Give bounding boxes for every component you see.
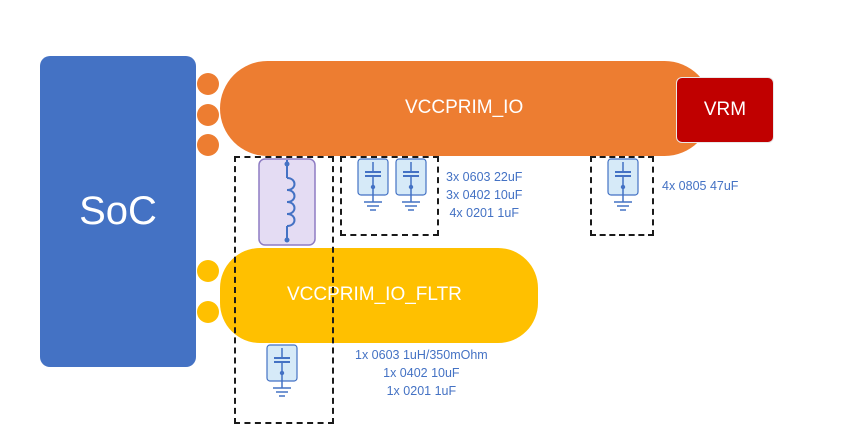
note-line: 1x 0201 1uF <box>386 384 457 398</box>
vccprim-io-fltr-label: VCCPRIM_IO_FLTR <box>287 284 462 305</box>
capacitor-icon <box>266 344 298 397</box>
vccprim-io-label: VCCPRIM_IO <box>405 97 524 118</box>
filter-group-outline <box>234 156 334 424</box>
note-line: 1x 0402 10uF <box>383 366 460 380</box>
vrm-block: VRM <box>676 77 774 143</box>
capacitor-icon <box>607 158 639 211</box>
fltr-connection-dot <box>197 260 219 282</box>
note-line: 4x 0805 47uF <box>662 179 739 193</box>
fltr-parts-note: 1x 0603 1uH/350mOhm 1x 0402 10uF 1x 0201… <box>355 346 488 400</box>
io-caps-near-note: 3x 0603 22uF 3x 0402 10uF 4x 0201 1uF <box>446 168 522 222</box>
capacitor-icon <box>395 158 427 211</box>
io-connection-dot <box>197 134 219 156</box>
note-line: 1x 0603 1uH/350mOhm <box>355 348 488 362</box>
capacitor-icon <box>357 158 389 211</box>
soc-label: SoC <box>79 189 157 233</box>
note-line: 4x 0201 1uF <box>449 206 519 220</box>
note-line: 3x 0402 10uF <box>446 188 523 202</box>
io-caps-vrm-outline <box>590 156 654 236</box>
note-line: 3x 0603 22uF <box>446 170 523 184</box>
vccprim-io-fltr-rail <box>220 248 538 343</box>
io-caps-near-outline <box>340 156 439 236</box>
vrm-label: VRM <box>703 99 747 120</box>
vccprim-io-rail <box>220 61 712 156</box>
soc-block: SoC <box>40 56 196 367</box>
io-caps-vrm-note: 4x 0805 47uF <box>662 177 738 195</box>
fltr-connection-dot <box>197 301 219 323</box>
io-connection-dot <box>197 73 219 95</box>
inductor-icon <box>258 158 316 246</box>
io-connection-dot <box>197 104 219 126</box>
